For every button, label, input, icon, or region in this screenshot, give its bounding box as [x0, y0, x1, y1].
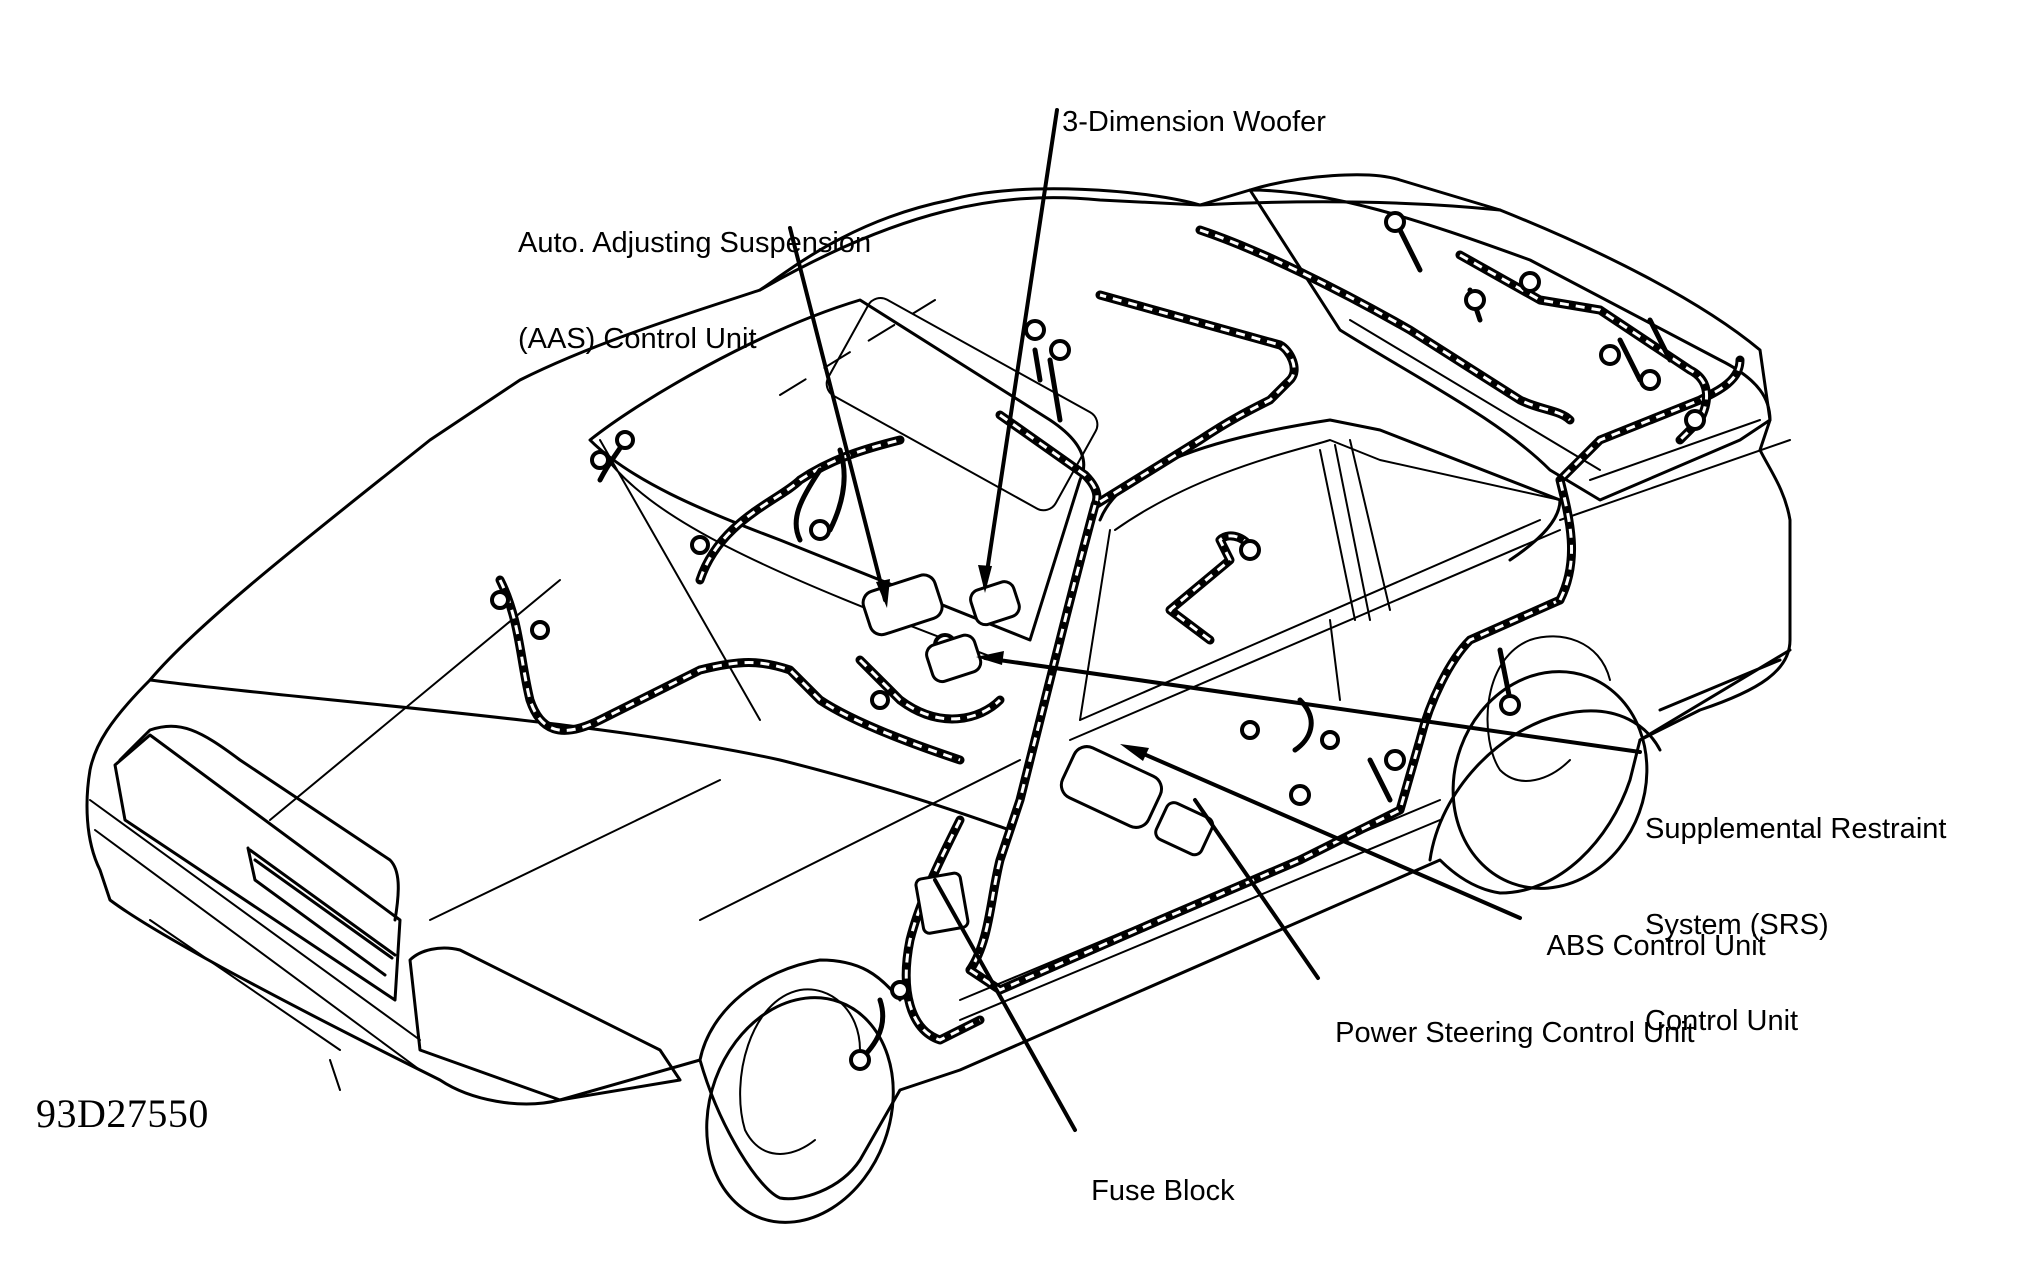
label-aas-line-2: (AAS) Control Unit: [518, 323, 757, 355]
label-abs-control-unit: ABS Control Unit: [1532, 898, 1766, 962]
grille: [246, 846, 397, 977]
leader-abs: [1128, 746, 1522, 920]
rear-bumper: [1638, 648, 1792, 742]
power-steering-unit: [1154, 801, 1215, 857]
leader-srs: [983, 656, 1642, 754]
label-aas-control-unit: Auto. Adjusting Suspension (AAS) Control…: [518, 163, 871, 387]
rear-tire: [1451, 670, 1649, 890]
label-srs-line-3: Control Unit: [1645, 1005, 1799, 1037]
hood-front-edge: [118, 724, 400, 922]
hood-rear-edge: [148, 678, 1012, 832]
label-ps-line-1: Power Steering Control Unit: [1335, 1017, 1695, 1049]
label-srs-line-1: Supplemental Restraint: [1645, 813, 1947, 845]
side-window-front: [1079, 439, 1561, 721]
wiring-harness: [490, 211, 1745, 1071]
harness-floor: [965, 595, 1565, 995]
label-abs-line-1: ABS Control Unit: [1546, 930, 1766, 962]
figure-id: 93D27550: [36, 1091, 209, 1136]
headlight-left: [113, 733, 402, 1002]
label-fuse-line-1: Fuse Block: [1091, 1175, 1235, 1207]
bumper-lines: [89, 799, 421, 1091]
label-woofer-line-1: 3-Dimension Woofer: [1062, 106, 1326, 138]
windshield: [588, 298, 1086, 642]
label-3-dimension-woofer: 3-Dimension Woofer: [1046, 74, 1326, 138]
leader-power-steering: [1193, 798, 1320, 980]
label-power-steering-control-unit: Power Steering Control Unit: [1319, 985, 1695, 1049]
car-body: [85, 173, 1792, 1224]
leader-woofer: [983, 108, 1059, 587]
trunk-edge: [1349, 319, 1791, 521]
srs-control-unit: [925, 633, 983, 684]
trunk-lid: [1248, 188, 1772, 502]
car-silhouette: [85, 173, 1792, 1201]
b-pillar: [1319, 439, 1391, 621]
arrow-abs: [1120, 744, 1149, 761]
beltline: [1069, 519, 1561, 741]
arrow-woofer: [978, 565, 992, 593]
woofer-unit: [969, 580, 1021, 627]
front-wheel-arch: [698, 958, 902, 1062]
leader-lines: [788, 108, 1642, 1132]
headlight-right: [408, 946, 682, 1102]
arrow-srs: [976, 651, 1004, 665]
harness-door: [1165, 531, 1255, 645]
label-srs-line-2: System (SRS): [1645, 909, 1829, 941]
connectors: [490, 211, 1706, 1071]
sunroof-dashed: [779, 299, 936, 396]
aas-control-unit: [861, 573, 944, 637]
label-fuse-block: Fuse Block: [1075, 1143, 1235, 1207]
pigtails: [597, 227, 1673, 1063]
front-tire: [705, 996, 895, 1224]
control-units: [861, 573, 1215, 935]
abs-control-unit: [1059, 745, 1163, 829]
label-srs-control-unit: Supplemental Restraint System (SRS) Cont…: [1645, 749, 1946, 1069]
hood-crease: [269, 579, 1021, 921]
label-aas-line-1: Auto. Adjusting Suspension: [518, 227, 872, 259]
front-hub: [739, 988, 861, 1155]
harness-trunk-top: [1195, 225, 1575, 425]
rear-hub: [1486, 635, 1611, 782]
roof-edge: [758, 196, 1502, 292]
rear-wheel-arch: [1428, 709, 1662, 862]
door-cut: [1329, 619, 1341, 701]
arrow-aas: [876, 579, 890, 608]
leader-aas: [788, 226, 887, 602]
leader-fuse-block: [933, 878, 1077, 1132]
